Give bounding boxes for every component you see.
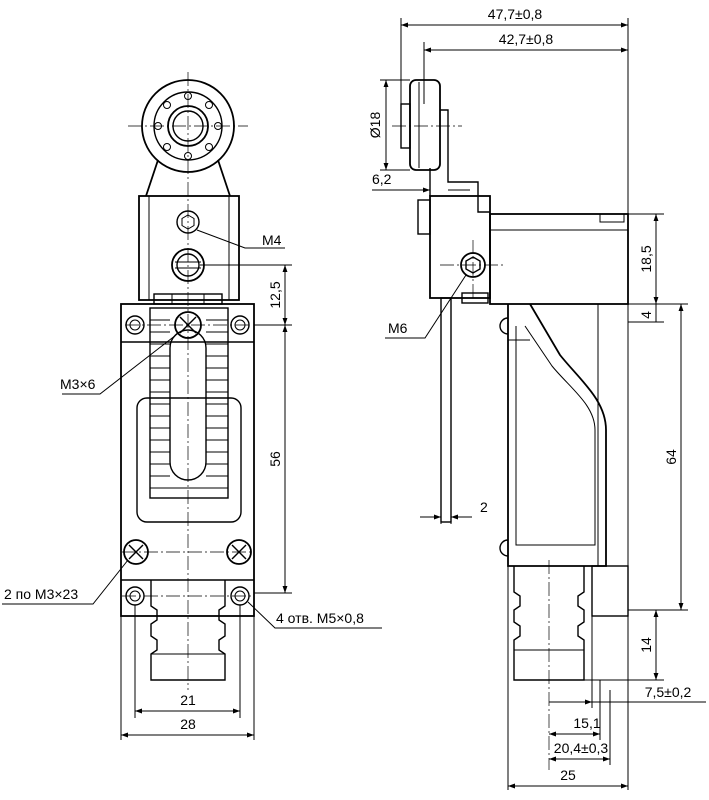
dim-7-5: 7,5±0,2 bbox=[645, 684, 692, 700]
dim-28: 28 bbox=[180, 716, 196, 732]
dim-18-5: 18,5 bbox=[638, 245, 654, 272]
screws-label: 2 по M3×23 bbox=[4, 586, 78, 602]
dim-12-5: 12,5 bbox=[267, 281, 283, 308]
holes-label: 4 отв. M5×0,8 bbox=[276, 610, 364, 626]
front-lever-head bbox=[138, 195, 240, 305]
dim-25: 25 bbox=[560, 767, 576, 783]
dim-21: 21 bbox=[180, 692, 196, 708]
dim-42-7: 42,7±0,8 bbox=[499, 31, 554, 47]
dim-2: 2 bbox=[480, 499, 488, 515]
front-dimensions bbox=[2, 229, 382, 740]
side-rod bbox=[440, 297, 452, 523]
m6-label: M6 bbox=[388, 320, 408, 336]
dim-6-2: 6,2 bbox=[372, 171, 392, 187]
side-view bbox=[392, 79, 629, 770]
front-view bbox=[120, 72, 255, 690]
dim-64: 64 bbox=[663, 449, 679, 465]
front-body bbox=[120, 303, 255, 617]
dim-14: 14 bbox=[638, 637, 654, 653]
dim-47-7: 47,7±0,8 bbox=[488, 6, 543, 22]
side-dimensions bbox=[372, 18, 706, 790]
m3x6-label: M3×6 bbox=[60, 376, 96, 392]
side-roller bbox=[409, 79, 441, 171]
dim-4: 4 bbox=[638, 311, 654, 319]
dim-d18: Ø18 bbox=[367, 112, 383, 139]
dim-20-4: 20,4±0,3 bbox=[554, 740, 609, 756]
dim-56: 56 bbox=[267, 451, 283, 467]
serration bbox=[150, 319, 228, 489]
dim-15-1: 15,1 bbox=[573, 715, 600, 731]
m4-label: M4 bbox=[262, 232, 282, 248]
side-body bbox=[489, 213, 629, 617]
